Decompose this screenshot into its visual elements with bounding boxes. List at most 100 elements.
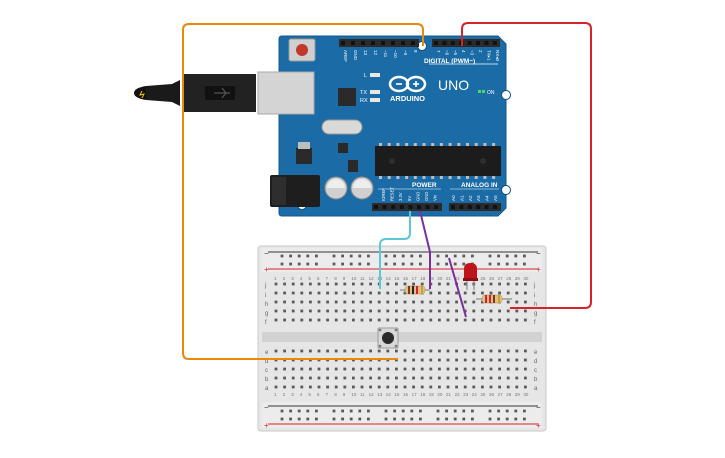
breadboard-hole[interactable]	[429, 349, 433, 353]
breadboard-hole[interactable]	[446, 309, 450, 313]
rail-hole[interactable]	[471, 417, 474, 421]
breadboard-hole[interactable]	[403, 291, 407, 295]
breadboard-hole[interactable]	[420, 367, 424, 371]
breadboard-hole[interactable]	[386, 309, 390, 313]
rail-hole[interactable]	[393, 254, 396, 258]
rail-hole[interactable]	[488, 409, 492, 413]
breadboard-hole[interactable]	[369, 309, 372, 313]
rail-hole[interactable]	[358, 262, 362, 266]
rail-hole[interactable]	[349, 409, 353, 413]
rail-hole[interactable]	[393, 417, 396, 421]
breadboard-hole[interactable]	[291, 349, 295, 353]
breadboard-hole[interactable]	[300, 385, 304, 389]
breadboard-hole[interactable]	[291, 385, 295, 389]
breadboard-hole[interactable]	[369, 282, 372, 286]
breadboard-hole[interactable]	[515, 358, 519, 362]
breadboard-hole[interactable]	[300, 291, 304, 295]
breadboard-hole[interactable]	[403, 376, 407, 380]
breadboard-hole[interactable]	[506, 291, 510, 295]
breadboard-hole[interactable]	[481, 291, 484, 295]
rail-hole[interactable]	[297, 254, 301, 258]
breadboard-hole[interactable]	[489, 376, 493, 380]
rail-hole[interactable]	[462, 262, 466, 266]
rail-hole[interactable]	[462, 417, 466, 421]
rail-hole[interactable]	[445, 417, 448, 421]
breadboard-hole[interactable]	[455, 358, 458, 362]
rail-hole[interactable]	[488, 254, 492, 258]
breadboard-hole[interactable]	[395, 367, 398, 371]
rail-hole[interactable]	[341, 262, 344, 266]
purple-wire-2[interactable]	[448, 257, 467, 318]
breadboard-hole[interactable]	[420, 358, 424, 362]
rail-hole[interactable]	[367, 254, 370, 258]
rail-hole[interactable]	[280, 262, 284, 266]
rail-hole[interactable]	[289, 417, 292, 421]
breadboard-hole[interactable]	[300, 300, 304, 304]
breadboard-hole[interactable]	[274, 349, 278, 353]
breadboard-hole[interactable]	[334, 291, 338, 295]
breadboard-hole[interactable]	[317, 300, 321, 304]
breadboard-hole[interactable]	[343, 376, 347, 380]
breadboard-hole[interactable]	[283, 349, 286, 353]
digital-header-left[interactable]	[339, 39, 419, 47]
rail-hole[interactable]	[358, 254, 362, 258]
breadboard-hole[interactable]	[506, 376, 510, 380]
breadboard-hole[interactable]	[395, 376, 398, 380]
breadboard-hole[interactable]	[300, 376, 304, 380]
breadboard-hole[interactable]	[377, 291, 381, 295]
breadboard-hole[interactable]	[274, 282, 278, 286]
breadboard-hole[interactable]	[412, 300, 415, 304]
breadboard-hole[interactable]	[403, 282, 407, 286]
breadboard-hole[interactable]	[334, 318, 338, 322]
breadboard-hole[interactable]	[360, 367, 364, 371]
breadboard-hole[interactable]	[386, 385, 390, 389]
breadboard-hole[interactable]	[463, 282, 467, 286]
rail-hole[interactable]	[462, 254, 466, 258]
breadboard-hole[interactable]	[438, 300, 441, 304]
breadboard-hole[interactable]	[317, 291, 321, 295]
red-wire[interactable]	[461, 22, 592, 309]
breadboard-hole[interactable]	[352, 367, 355, 371]
usb-cable-icon[interactable]	[134, 71, 315, 115]
rail-hole[interactable]	[367, 409, 370, 413]
red-led-icon[interactable]	[463, 263, 478, 290]
breadboard-hole[interactable]	[369, 367, 372, 371]
breadboard-hole[interactable]	[412, 367, 415, 371]
breadboard-hole[interactable]	[369, 385, 372, 389]
breadboard-hole[interactable]	[498, 349, 501, 353]
breadboard-hole[interactable]	[291, 318, 295, 322]
rail-hole[interactable]	[497, 417, 500, 421]
breadboard-hole[interactable]	[420, 349, 424, 353]
breadboard-hole[interactable]	[515, 376, 519, 380]
breadboard-hole[interactable]	[412, 349, 415, 353]
breadboard-hole[interactable]	[309, 300, 312, 304]
rail-hole[interactable]	[523, 417, 526, 421]
breadboard-hole[interactable]	[403, 358, 407, 362]
reset-button[interactable]	[296, 44, 308, 56]
breadboard-hole[interactable]	[395, 300, 398, 304]
rail-hole[interactable]	[505, 254, 509, 258]
breadboard-hole[interactable]	[300, 282, 304, 286]
breadboard-hole[interactable]	[360, 309, 364, 313]
breadboard-hole[interactable]	[283, 385, 286, 389]
breadboard-hole[interactable]	[352, 318, 355, 322]
rail-hole[interactable]	[341, 409, 344, 413]
breadboard-hole[interactable]	[377, 309, 381, 313]
breadboard-hole[interactable]	[403, 300, 407, 304]
breadboard-hole[interactable]	[498, 309, 501, 313]
breadboard-hole[interactable]	[326, 309, 329, 313]
breadboard-hole[interactable]	[334, 349, 338, 353]
breadboard-hole[interactable]	[506, 358, 510, 362]
rail-hole[interactable]	[471, 409, 474, 413]
breadboard-hole[interactable]	[489, 367, 493, 371]
breadboard-hole[interactable]	[291, 300, 295, 304]
breadboard-hole[interactable]	[524, 385, 527, 389]
breadboard-hole[interactable]	[429, 376, 433, 380]
breadboard-hole[interactable]	[463, 349, 467, 353]
breadboard-hole[interactable]	[403, 367, 407, 371]
breadboard-hole[interactable]	[377, 300, 381, 304]
breadboard-hole[interactable]	[455, 309, 458, 313]
breadboard-hole[interactable]	[515, 291, 519, 295]
